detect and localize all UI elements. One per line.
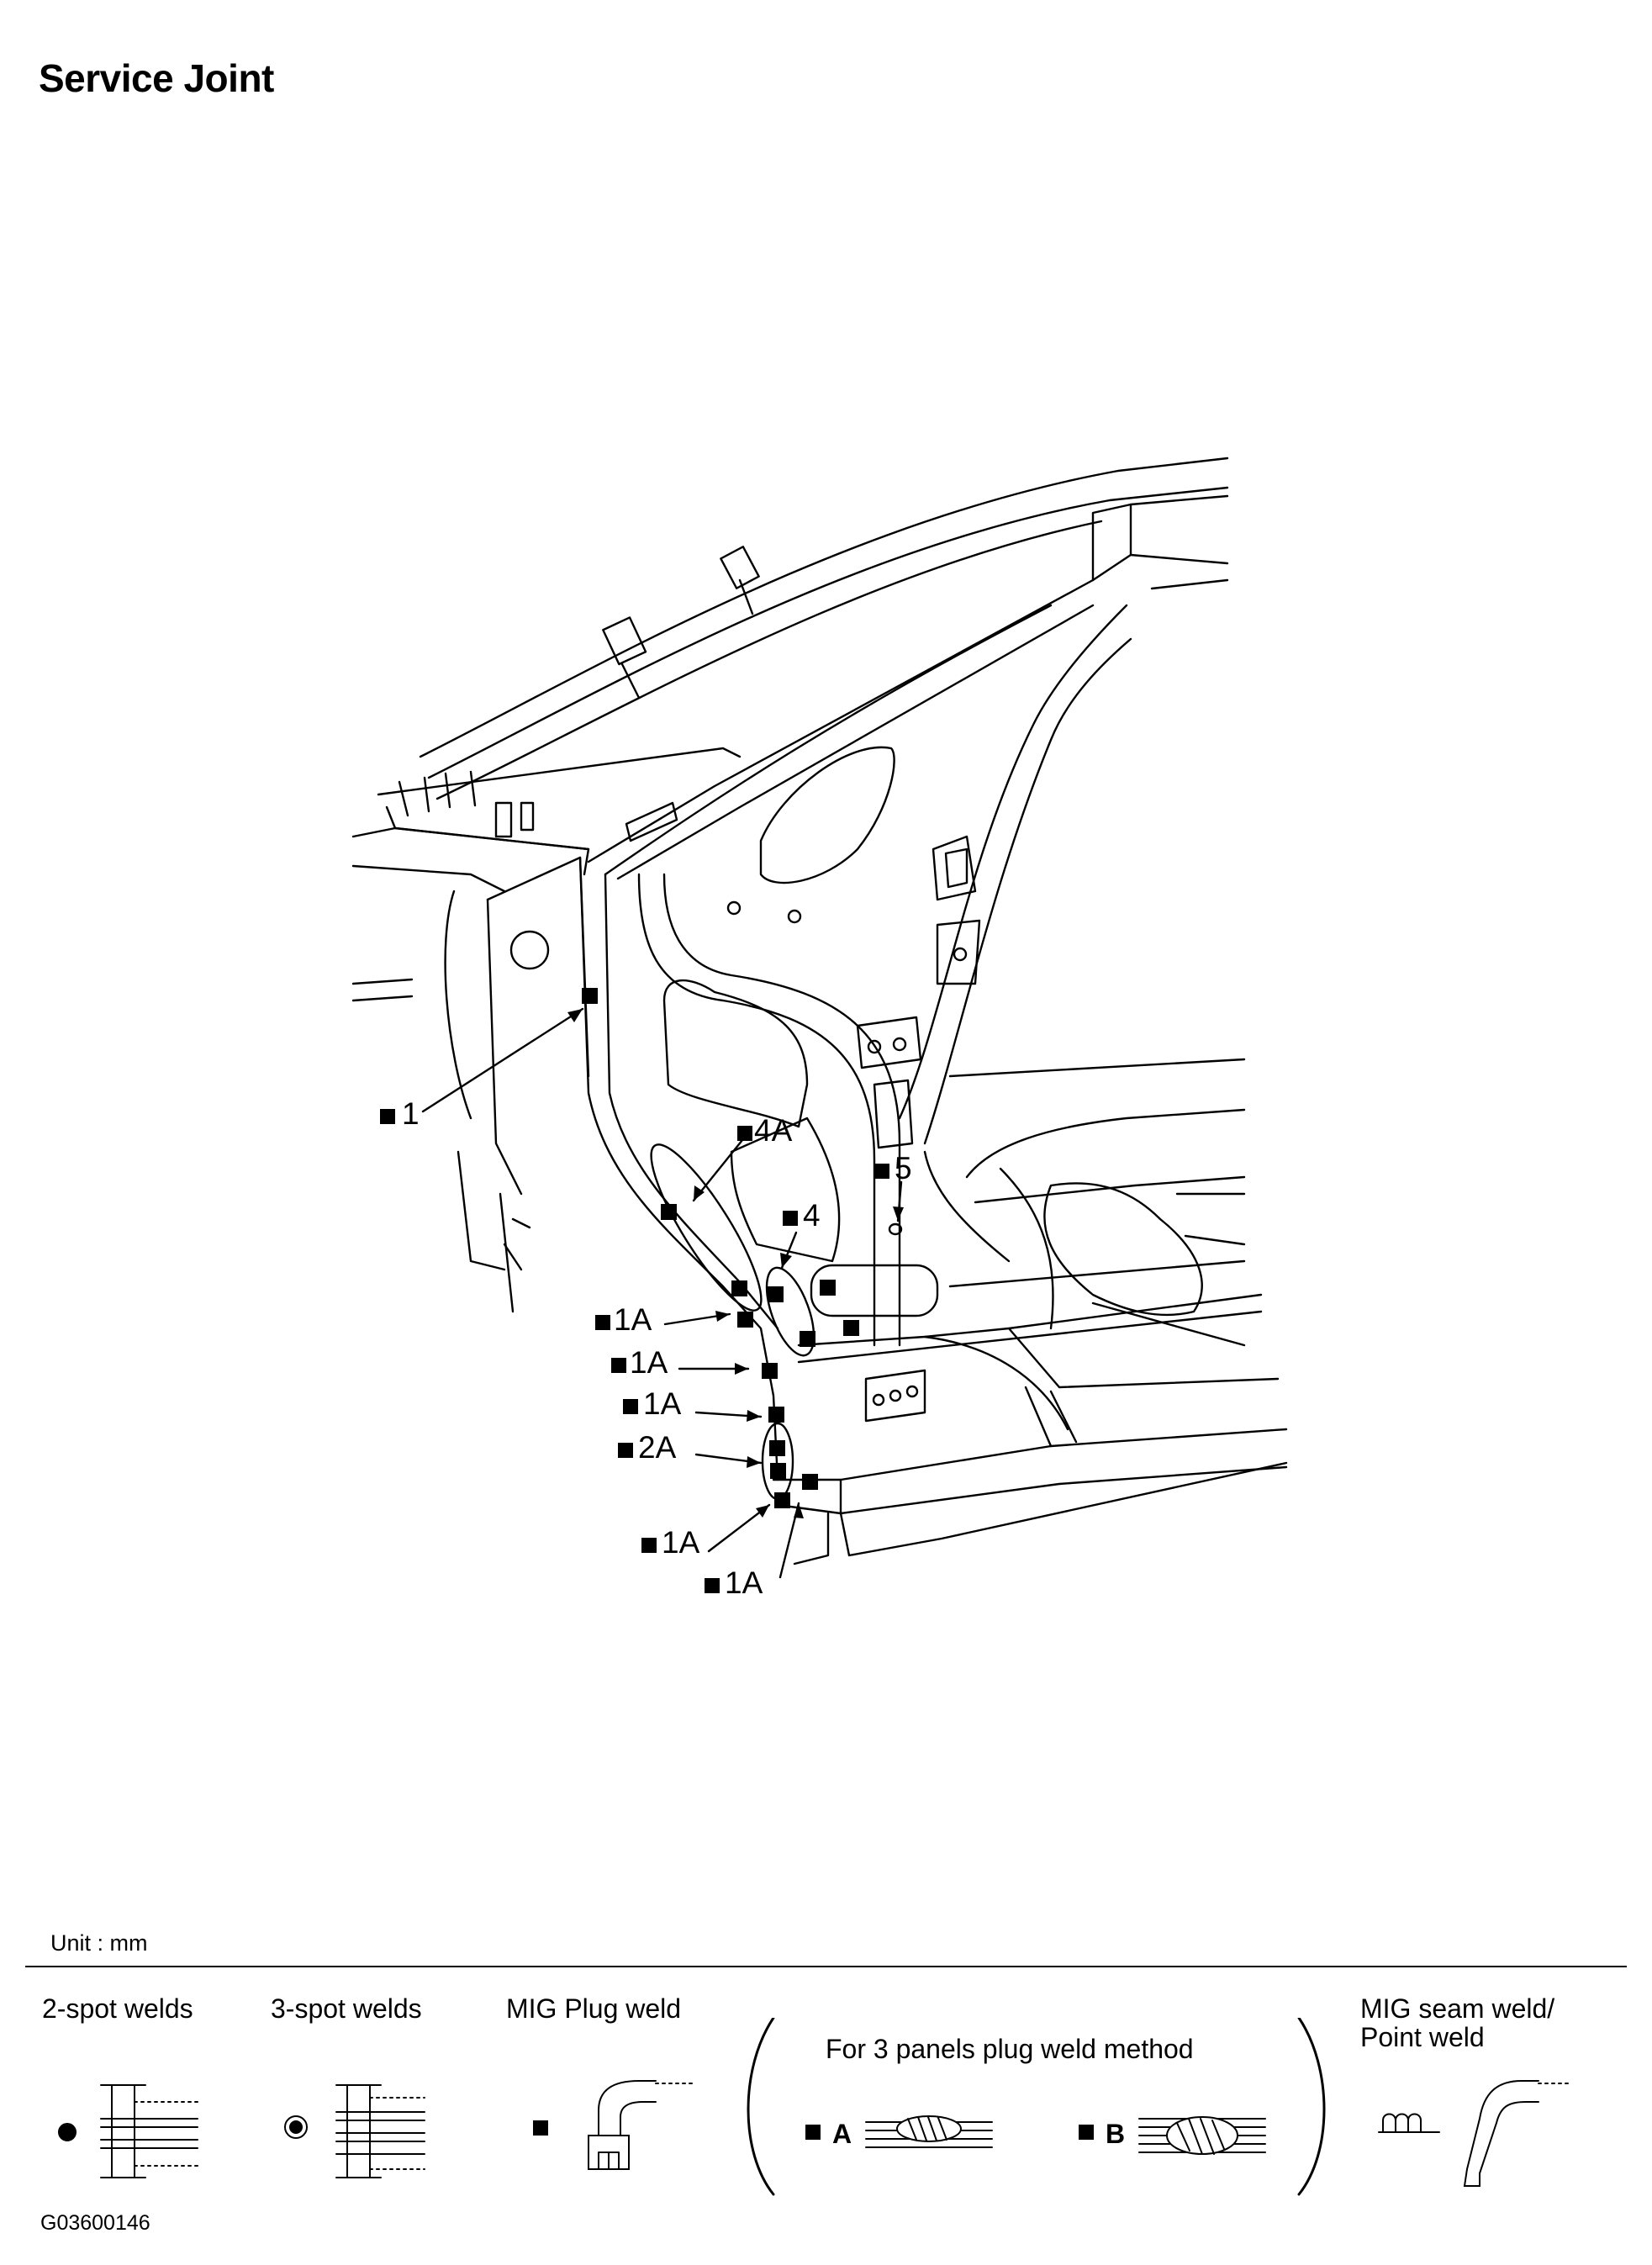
method-b-plug-icon [1079,2125,1094,2140]
callout-1A-fourth: 1A [662,1525,700,1560]
callout-1A-fifth: 1A [725,1565,763,1600]
callout-4A: 4A [754,1113,793,1148]
legend-mig-seam-label-1: MIG seam weld/ [1360,1993,1555,2024]
legend-method-a-label: A [832,2119,852,2149]
roof-rail-outer [419,457,1229,758]
legend-mig-plug-label: MIG Plug weld [506,1993,682,2024]
legend-symbols [58,2018,1573,2196]
drawing-code: G03600146 [40,2211,150,2235]
plug-weld-marks [582,988,859,1508]
right-parenthesis [1297,2018,1326,2196]
legend-three-spot-label: 3-spot welds [271,1993,422,2024]
legend-two-spot-label: 2-spot welds [42,1993,193,2024]
mig-seam-weld-icon [1382,2113,1422,2132]
callout-1A-first: 1A [614,1302,652,1337]
mig-plug-weld-icon [533,2120,548,2136]
callout-4: 4 [803,1198,821,1233]
legend-three-panels-label: For 3 panels plug weld method [826,2034,1194,2064]
callout-1A-second: 1A [630,1345,668,1380]
page-title: Service Joint [39,56,274,100]
legend-divider [25,1966,1627,1967]
quarter-opening [662,979,809,1128]
roof-rail-inner [427,486,1229,779]
hinge-pillar-front [578,856,779,1481]
legend-mig-seam-label-2: Point weld [1360,2022,1485,2052]
a-pillar-outer [587,578,1095,863]
callout-2A: 2A [638,1430,677,1465]
b-pillar-inner-curve [637,873,876,1347]
upper-opening [759,746,895,884]
three-spot-weld-icon [284,2115,308,2139]
two-spot-weld-icon [58,2123,77,2141]
callout-1A-third: 1A [643,1386,682,1421]
left-parenthesis [747,2018,775,2196]
callout-1: 1 [402,1096,420,1131]
method-a-plug-icon [805,2125,821,2140]
unit-label: Unit : mm [50,1930,148,1956]
callout-5: 5 [895,1151,912,1185]
legend-method-b-label: B [1106,2119,1126,2149]
